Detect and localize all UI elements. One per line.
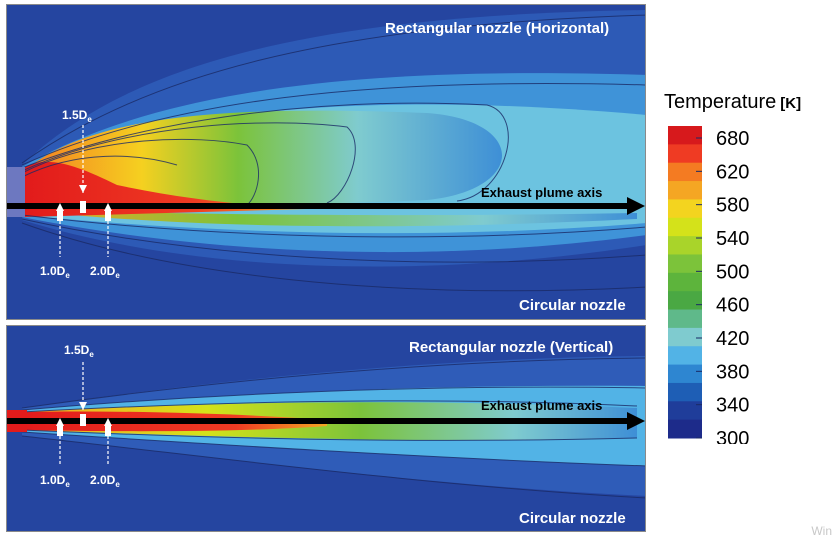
svg-text:2.0De: 2.0De [90, 264, 120, 280]
axis-label: Exhaust plume axis [481, 398, 602, 413]
colorbar-scale [668, 126, 702, 439]
colorbar: Temperature[K] 680 620 580 540 500 460 420 380 3… [664, 91, 801, 444]
colorbar-segment [668, 309, 702, 329]
contour-lines [21, 14, 645, 292]
temperature-legend: Temperature[K] 680 620 580 540 500 460 420 380 3… [660, 84, 832, 444]
svg-text:1.0De: 1.0De [40, 264, 70, 280]
colorbar-segment [668, 217, 702, 237]
colorbar-segment [668, 346, 702, 366]
marker-1-5De: 1.5De [64, 343, 94, 426]
marker-1-5De: 1.5De [62, 108, 92, 213]
colorbar-segment [668, 236, 702, 255]
plume-axis-arrowhead [627, 412, 645, 430]
colorbar-ticks: 680 620 580 540 500 460 420 380 340 300 [696, 128, 749, 444]
colorbar-segment [668, 327, 702, 347]
colorbar-segment [668, 291, 702, 311]
colorbar-segment [668, 401, 702, 421]
circular-nozzle-label: Circular nozzle [519, 297, 626, 314]
colorbar-tick-label: 460 [716, 295, 749, 317]
colorbar-tick-label: 620 [716, 161, 749, 183]
colorbar-segment [668, 254, 702, 274]
marker-2-0De: 2.0De [90, 418, 120, 489]
colorbar-tick-label: 540 [716, 228, 749, 250]
marker-1-0De: 1.0De [40, 418, 70, 489]
svg-text:1.5De: 1.5De [64, 343, 94, 359]
colorbar-tick-label: 580 [716, 195, 749, 217]
svg-text:1.0De: 1.0De [40, 473, 70, 489]
colorbar-tick-label: 420 [716, 328, 749, 350]
legend-title: Temperature[K] [664, 91, 801, 113]
marker-2-0De: 2.0De [90, 203, 120, 280]
colorbar-segment [668, 382, 702, 402]
axis-label: Exhaust plume axis [481, 185, 602, 200]
colorbar-tick-label: 680 [716, 128, 749, 150]
colorbar-segment [668, 199, 702, 219]
colorbar-tick-label: 500 [716, 261, 749, 283]
lower-tail [22, 209, 637, 227]
colorbar-segment [668, 162, 702, 182]
colorbar-tick-label: 300 [716, 428, 749, 444]
colorbar-segment [668, 272, 702, 292]
plume-contour-horizontal: Exhaust plume axis 1.5De 1.0De 2.0De Rec… [7, 5, 645, 319]
colorbar-tick-label: 340 [716, 395, 749, 417]
colorbar-segment [668, 181, 702, 200]
plume-contour-vertical: Exhaust plume axis 1.5De 1.0De 2.0De Rec… [7, 326, 645, 531]
panel-title: Rectangular nozzle (Horizontal) [385, 20, 609, 37]
contour-lines [21, 357, 645, 499]
circular-nozzle-label: Circular nozzle [519, 510, 626, 527]
svg-text:1.5De: 1.5De [62, 108, 92, 124]
colorbar-segment [668, 126, 702, 145]
watermark: Win [811, 524, 832, 538]
plume-panel-horizontal: Exhaust plume axis 1.5De 1.0De 2.0De Rec… [6, 4, 646, 320]
plume-panel-vertical: Exhaust plume axis 1.5De 1.0De 2.0De Rec… [6, 325, 646, 532]
panel-title: Rectangular nozzle (Vertical) [409, 339, 613, 356]
svg-text:2.0De: 2.0De [90, 473, 120, 489]
colorbar-segment [668, 144, 702, 164]
colorbar-tick-label: 380 [716, 361, 749, 383]
nozzle-exit [7, 167, 25, 217]
colorbar-segment [668, 419, 702, 439]
plume-axis-arrowhead [627, 197, 645, 215]
marker-1-0De: 1.0De [40, 203, 70, 280]
colorbar-segment [668, 364, 702, 384]
